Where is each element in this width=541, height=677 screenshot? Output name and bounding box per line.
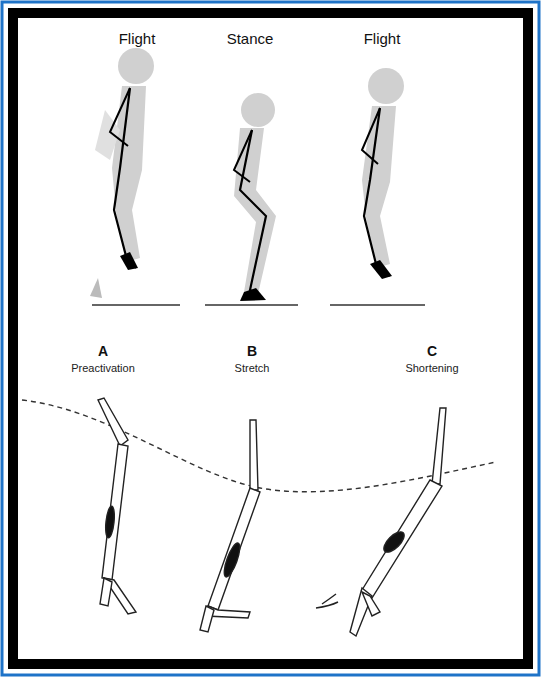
panel-letter: A — [98, 343, 108, 359]
phase-label: Flight — [119, 30, 156, 47]
panel-caption: Shortening — [405, 362, 458, 374]
panel-caption: Preactivation — [71, 362, 135, 374]
panel-caption: Stretch — [235, 362, 270, 374]
phase-label: Stance — [227, 30, 274, 47]
panel-letter: C — [427, 343, 437, 359]
panel-letter: B — [247, 343, 257, 359]
phase-label: Flight — [364, 30, 401, 47]
